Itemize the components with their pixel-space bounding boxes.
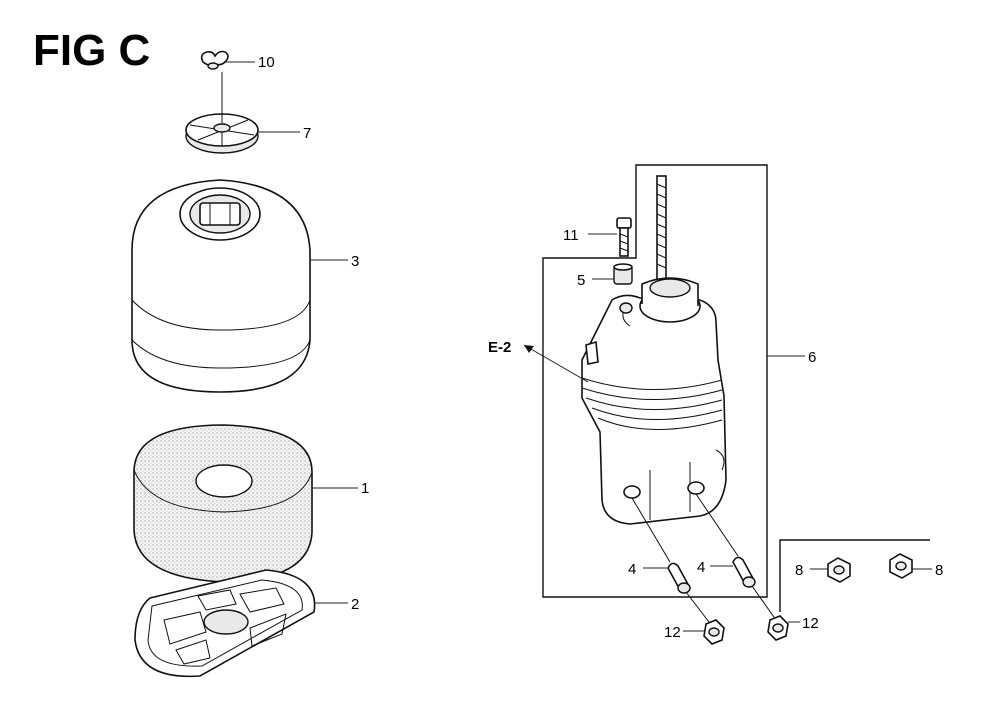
wing-nut-part-10 xyxy=(200,50,229,70)
air-cleaner-case-part-6 xyxy=(581,277,727,525)
reference-label: E-2 xyxy=(488,339,511,356)
callout-12-left: 12 xyxy=(664,624,681,641)
nut-part-12-right xyxy=(767,615,789,641)
cover-knob-part-7 xyxy=(185,72,259,154)
callout-5: 5 xyxy=(577,272,585,289)
element-grid-part-2 xyxy=(134,569,316,678)
callout-4-right: 4 xyxy=(697,559,705,576)
nut-part-8-right xyxy=(889,553,913,579)
nut-part-12-left xyxy=(703,619,725,645)
callout-6: 6 xyxy=(808,349,816,366)
callout-10: 10 xyxy=(258,54,275,71)
spares-bracket xyxy=(779,539,930,612)
callout-3: 3 xyxy=(351,253,359,270)
nut-part-8-left xyxy=(827,557,851,583)
stud-rod xyxy=(656,175,667,295)
collar-part-5 xyxy=(613,263,633,285)
reference-leader xyxy=(523,344,589,383)
callout-8-right: 8 xyxy=(935,562,943,579)
pipe-part-4-right xyxy=(732,556,756,588)
assembly-frame xyxy=(542,164,768,598)
callout-2: 2 xyxy=(351,596,359,613)
callout-12-right: 12 xyxy=(802,615,819,632)
callout-11: 11 xyxy=(563,227,579,244)
arrow-head-icon xyxy=(524,345,534,353)
figure-title: FIG C xyxy=(33,26,150,75)
callout-1: 1 xyxy=(361,480,369,497)
foam-element-part-1 xyxy=(133,424,313,583)
bolt-part-11 xyxy=(616,217,632,257)
callout-4-left: 4 xyxy=(628,561,636,578)
callout-7: 7 xyxy=(303,125,311,142)
air-cleaner-cover-part-3 xyxy=(131,179,311,393)
callout-8-left: 8 xyxy=(795,562,803,579)
pipe-part-4-left xyxy=(667,562,691,594)
